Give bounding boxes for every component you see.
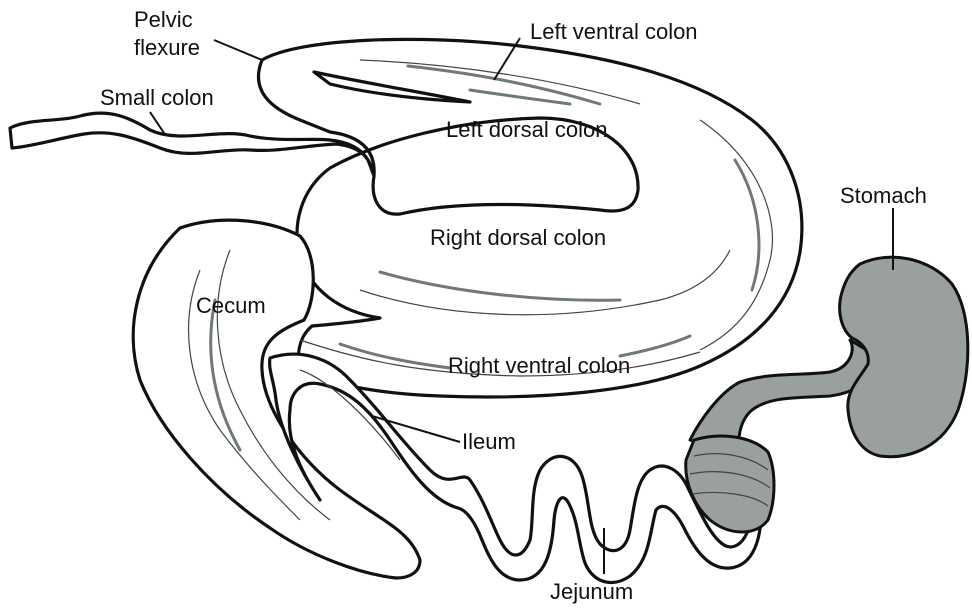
label-stomach: Stomach: [840, 182, 927, 210]
label-right-dorsal-colon: Right dorsal colon: [430, 224, 606, 252]
label-ileum: Ileum: [462, 428, 516, 456]
label-left-dorsal-colon: Left dorsal colon: [446, 116, 607, 144]
label-pelvic-flexure: Pelvic flexure: [134, 6, 200, 62]
label-right-ventral-colon: Right ventral colon: [448, 352, 630, 380]
label-jejunum: Jejunum: [550, 578, 633, 606]
leader-pelvic-flexure: [214, 40, 262, 60]
label-cecum: Cecum: [196, 292, 266, 320]
label-small-colon: Small colon: [100, 84, 214, 112]
label-left-ventral-colon: Left ventral colon: [530, 18, 698, 46]
